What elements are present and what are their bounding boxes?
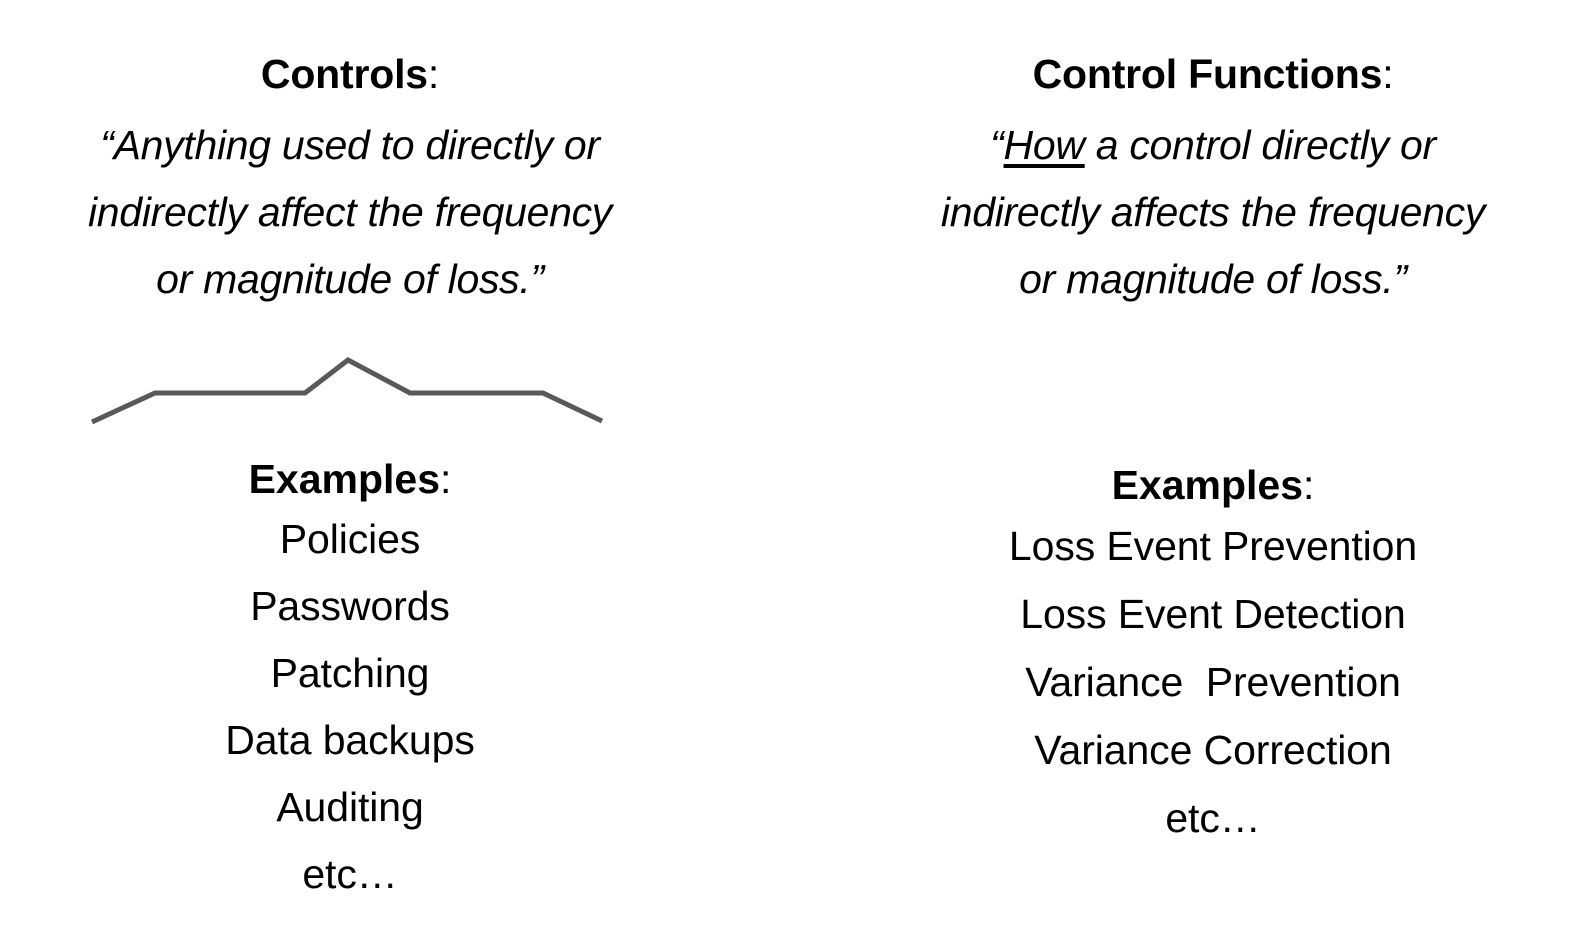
control-functions-term-colon: :: [1382, 51, 1394, 97]
list-item: etc…: [302, 851, 398, 897]
control-functions-examples-list: Loss Event Prevention Loss Event Detecti…: [848, 512, 1578, 852]
control-functions-examples-block: Examples: Loss Event Prevention Loss Eve…: [848, 458, 1578, 852]
list-item: Variance Correction: [1034, 727, 1392, 773]
controls-term: Controls: [260, 51, 428, 97]
quote-emphasis-how: How: [1003, 122, 1085, 168]
controls-quote-line-2: indirectly affect the frequency: [88, 189, 612, 235]
controls-examples-list: Policies Passwords Patching Data backups…: [0, 506, 700, 908]
list-item: Auditing: [276, 784, 424, 830]
controls-column: Controls: “Anything used to directly or …: [0, 0, 700, 934]
control-functions-quote-line-3: or magnitude of loss.”: [1019, 256, 1407, 302]
control-functions-definition-quote: “How a control directly or indirectly af…: [848, 112, 1578, 313]
list-item: Patching: [270, 650, 430, 696]
list-item: Loss Event Detection: [1020, 591, 1406, 637]
controls-examples-colon: :: [440, 456, 452, 502]
control-functions-definition-block: Control Functions: “How a control direct…: [848, 46, 1578, 313]
list-item: etc…: [1165, 795, 1261, 841]
controls-examples-heading: Examples:: [0, 452, 700, 506]
controls-definition-quote: “Anything used to directly or indirectly…: [0, 112, 700, 313]
control-functions-heading: Control Functions:: [848, 46, 1578, 102]
control-functions-quote-line-2: indirectly affects the frequency: [940, 189, 1486, 235]
control-functions-column: Control Functions: “How a control direct…: [848, 0, 1578, 934]
control-functions-examples-title: Examples: [1111, 462, 1304, 508]
control-functions-examples-colon: :: [1303, 462, 1315, 508]
controls-quote-line-1: “Anything used to directly or: [100, 122, 600, 168]
control-functions-quote-line-1: “How a control directly or: [990, 122, 1436, 168]
list-item: Policies: [279, 516, 421, 562]
control-functions-term: Control Functions: [1032, 51, 1383, 97]
list-item: Loss Event Prevention: [1008, 523, 1418, 569]
list-item: Data backups: [225, 717, 475, 763]
controls-term-colon: :: [427, 51, 440, 97]
controls-examples-title: Examples: [248, 456, 441, 502]
list-item: Passwords: [250, 583, 450, 629]
controls-definition-block: Controls: “Anything used to directly or …: [0, 46, 700, 313]
control-functions-examples-heading: Examples:: [848, 458, 1578, 512]
controls-quote-line-3: or magnitude of loss.”: [156, 256, 544, 302]
controls-examples-block: Examples: Policies Passwords Patching Da…: [0, 452, 700, 908]
list-item: Variance Prevention: [1025, 659, 1401, 705]
controls-heading: Controls:: [0, 46, 700, 102]
roof-brace-icon: [80, 348, 620, 434]
